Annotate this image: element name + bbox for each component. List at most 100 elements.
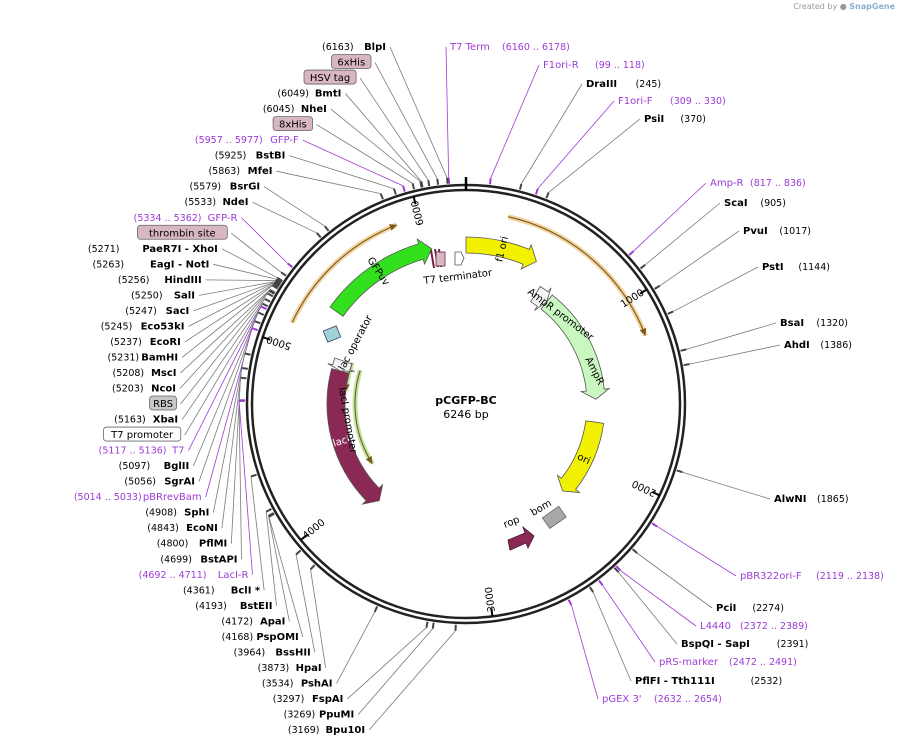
annotation-sphi[interactable]: SphI(4908) bbox=[145, 508, 209, 519]
annotation-psii[interactable]: PsiI(370) bbox=[644, 114, 706, 125]
annotation-econi[interactable]: EcoNI(4843) bbox=[147, 523, 218, 534]
tag-box bbox=[331, 54, 372, 69]
annotation-f1ori-r[interactable]: F1ori-R(99 .. 118) bbox=[543, 60, 645, 71]
position-label: (370) bbox=[680, 114, 706, 125]
annotation-bpu10i[interactable]: Bpu10I(3169) bbox=[288, 725, 365, 736]
site-tick bbox=[271, 284, 279, 290]
connector-line bbox=[184, 303, 263, 436]
connector-line bbox=[656, 526, 737, 577]
annotation-apai[interactable]: ApaI(4172) bbox=[221, 616, 285, 627]
annotation-bamhi[interactable]: BamHI(5231) bbox=[108, 352, 179, 363]
annotation-psti[interactable]: PstI(1144) bbox=[762, 262, 830, 273]
annotation-scai[interactable]: ScaI(905) bbox=[724, 198, 786, 209]
annotation-l4440[interactable]: L4440(2372 .. 2389) bbox=[700, 621, 808, 632]
annotation-pvui[interactable]: PvuI(1017) bbox=[743, 226, 811, 237]
annotation-saci[interactable]: SacI(5247) bbox=[125, 306, 189, 317]
ruler-tick bbox=[262, 336, 271, 341]
annotation-pcii[interactable]: PciI(2274) bbox=[716, 603, 784, 614]
position-label: (4193) bbox=[195, 601, 227, 612]
annotation-paer7i-xhoi[interactable]: PaeR7I - XhoI(5271) bbox=[88, 244, 218, 255]
annotation-bsteii[interactable]: BstEII(4193) bbox=[195, 601, 272, 612]
connector-line bbox=[571, 604, 599, 700]
annotation-mfei[interactable]: MfeI(5863) bbox=[208, 166, 272, 177]
annotation-ppumi[interactable]: PpuMI(3269) bbox=[284, 709, 355, 720]
ruler-tick-label: 4000 bbox=[301, 517, 328, 542]
primer-arrowhead bbox=[389, 224, 397, 231]
site-tick bbox=[393, 188, 397, 195]
annotation-msci[interactable]: MscI(5208) bbox=[113, 368, 177, 379]
annotation-bsrgi[interactable]: BsrGI(5579) bbox=[190, 182, 261, 193]
connector-line bbox=[231, 232, 282, 273]
site-name: BspQI - SapI bbox=[681, 639, 750, 650]
connector-line bbox=[263, 186, 326, 227]
annotation-hindiii[interactable]: HindIII(5256) bbox=[118, 275, 202, 286]
annotation-amp-r[interactable]: Amp-R(817 .. 836) bbox=[710, 178, 806, 189]
annotation-pbr322ori-f[interactable]: pBR322ori-F(2119 .. 2138) bbox=[740, 571, 884, 582]
annotation-bsshii[interactable]: BssHII(3964) bbox=[234, 647, 311, 658]
annotation-pbrrevbam[interactable]: pBRrevBam(5014 .. 5033) bbox=[74, 492, 202, 503]
annotation-pspomi[interactable]: PspOMI(4168) bbox=[222, 632, 299, 643]
label-connector-lines bbox=[179, 46, 781, 731]
annotation-sali[interactable]: SalI(5250) bbox=[131, 290, 195, 301]
site-tick bbox=[402, 185, 406, 192]
annotation-ncoi[interactable]: NcoI(5203) bbox=[112, 384, 176, 395]
annotation-hpai[interactable]: HpaI(3873) bbox=[258, 663, 322, 674]
position-label: (5231) bbox=[108, 352, 140, 363]
site-tick bbox=[287, 262, 294, 268]
annotation-bsai[interactable]: BsaI(1320) bbox=[780, 318, 848, 329]
annotation-gfp-f[interactable]: GFP-F(5957 .. 5977) bbox=[195, 135, 299, 146]
annotation-8xhis[interactable]: 8xHis bbox=[272, 116, 314, 132]
annotation-6xhis[interactable]: 6xHis bbox=[331, 54, 372, 69]
annotation-bglii[interactable]: BglII(5097) bbox=[119, 461, 190, 472]
annotation-prs-marker[interactable]: pRS-marker(2472 .. 2491) bbox=[659, 657, 797, 668]
annotation-ndei[interactable]: NdeI(5533) bbox=[184, 197, 248, 208]
t7-terminator-label: T7 terminator bbox=[422, 268, 493, 288]
annotation-pshai[interactable]: PshAI(3534) bbox=[262, 678, 333, 689]
feature-arrow-laci bbox=[326, 368, 384, 505]
annotation-ahdi[interactable]: AhdI(1386) bbox=[784, 340, 852, 351]
annotation-t7-promoter[interactable]: T7 promoter bbox=[103, 426, 182, 442]
annotation-sgrai[interactable]: SgrAI(5056) bbox=[124, 477, 195, 488]
position-label: (5163) bbox=[114, 415, 146, 426]
annotation-thrombin-site[interactable]: thrombin site bbox=[136, 224, 228, 240]
annotation-laci-r[interactable]: LacI-R(4692 .. 4711) bbox=[139, 570, 249, 581]
annotation-draiii[interactable]: DraIII(245) bbox=[586, 79, 661, 90]
site-name: ApaI bbox=[260, 616, 285, 627]
site-name: PpuMI bbox=[319, 709, 354, 720]
annotation-bstbi[interactable]: BstBI(5925) bbox=[215, 151, 286, 162]
annotation-rbs[interactable]: RBS bbox=[149, 395, 177, 411]
annotation-bspqi-sapi[interactable]: BspQI - SapI(2391) bbox=[681, 639, 808, 650]
site-name: FspAI bbox=[312, 694, 343, 705]
position-label: (4908) bbox=[145, 508, 177, 519]
connector-line bbox=[212, 353, 246, 513]
annotation-nhei[interactable]: NheI(6045) bbox=[263, 104, 327, 115]
annotation-pflmi[interactable]: PflMI(4800) bbox=[157, 539, 228, 550]
annotation-bstapi[interactable]: BstAPI(4699) bbox=[160, 554, 237, 565]
annotation-bmti[interactable]: BmtI(6049) bbox=[277, 89, 341, 100]
annotation-xbai[interactable]: XbaI(5163) bbox=[114, 415, 178, 426]
site-tick bbox=[379, 193, 384, 200]
site-name: PspOMI bbox=[256, 632, 298, 643]
annotation-eagi-noti[interactable]: EagI - NotI(5263) bbox=[93, 259, 210, 270]
site-tick bbox=[613, 567, 620, 573]
feature-name: T7 Term bbox=[449, 42, 490, 53]
annotation-bcli[interactable]: BclI *(4361) bbox=[183, 585, 261, 596]
connector-line bbox=[633, 182, 707, 252]
annotation-gfp-r[interactable]: GFP-R(5334 .. 5362) bbox=[134, 213, 238, 224]
annotation-ecori[interactable]: EcoRI(5237) bbox=[110, 337, 181, 348]
annotation-f1ori-f[interactable]: F1ori-F(309 .. 330) bbox=[618, 96, 726, 107]
annotation-alwni[interactable]: AlwNI(1865) bbox=[774, 494, 849, 505]
annotation-pgex-3[interactable]: pGEX 3'(2632 .. 2654) bbox=[602, 694, 722, 705]
site-name: MscI bbox=[151, 368, 177, 379]
annotation-eco53ki[interactable]: Eco53kI(5245) bbox=[101, 321, 185, 332]
annotation-t7[interactable]: T7(5117 .. 5136) bbox=[99, 446, 185, 457]
annotation-hsv-tag[interactable]: HSV tag bbox=[303, 69, 357, 85]
site-tick bbox=[280, 271, 287, 277]
annotation-pflfi-tth111i[interactable]: PflFI - Tth111I(2532) bbox=[635, 676, 782, 687]
annotation-blpi[interactable]: BlpI(6163) bbox=[322, 42, 386, 53]
ruler-tick bbox=[651, 491, 660, 497]
annotation-fspai[interactable]: FspAI(3297) bbox=[273, 694, 344, 705]
connector-line bbox=[221, 367, 243, 529]
site-name: BsaI bbox=[780, 318, 804, 329]
annotation-t7-term[interactable]: T7 Term(6160 .. 6178) bbox=[449, 42, 570, 53]
